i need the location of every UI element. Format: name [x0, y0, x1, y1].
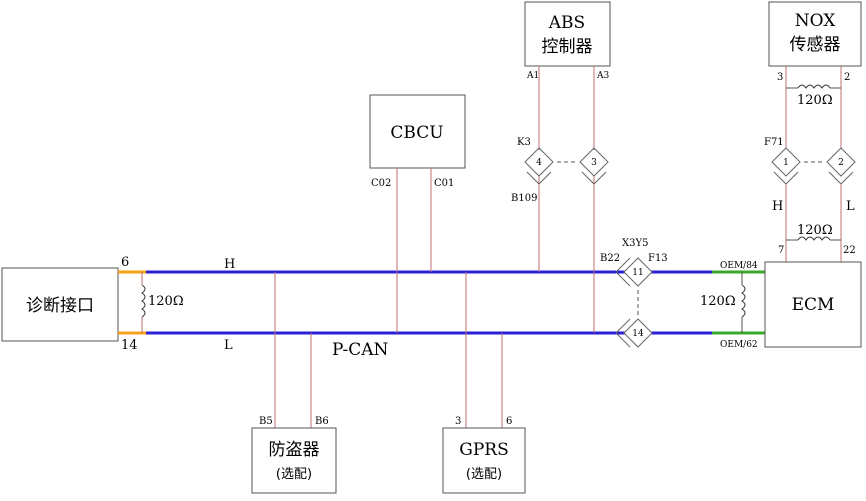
abs-connector-3: 3: [579, 147, 609, 185]
bus-connector-14: 14: [615, 318, 653, 348]
nox-resistor-label: 120Ω: [797, 93, 833, 108]
bus-conn-x3y5: X3Y5: [622, 238, 648, 249]
antitheft-sub-label: (选配): [276, 467, 312, 482]
diagnostic-interface: 诊断接口: [1, 267, 119, 342]
nox-pin-2: 2: [844, 72, 850, 83]
bus-name: P-CAN: [332, 340, 389, 360]
ecm-side-resistor: [741, 284, 746, 318]
gprs-sub-label: (选配): [466, 467, 502, 482]
can-l-label: L: [224, 338, 233, 353]
ecm-pin-oem62: OEM/62: [720, 340, 758, 350]
svg-text:2: 2: [838, 158, 844, 168]
cbcu-label: CBCU: [390, 123, 443, 143]
svg-text:14: 14: [632, 329, 644, 339]
ecm-pin-22: 22: [843, 245, 856, 256]
antitheft-pin-b6: B6: [315, 416, 329, 427]
abs-conn-b109: B109: [511, 193, 537, 204]
gprs-pin-6: 6: [506, 416, 512, 427]
ecm-connector-2: 2: [826, 147, 856, 185]
nox-sensor: NOX 传感器: [768, 1, 862, 67]
nox-pin-3: 3: [777, 72, 783, 83]
abs-conn-b22: B22: [600, 253, 620, 264]
bus-connector-11: 11: [615, 257, 653, 287]
svg-text:1: 1: [783, 158, 789, 168]
ecm-connector-1: 1: [771, 147, 801, 185]
antitheft-pin-b5: B5: [259, 416, 273, 427]
abs-pin-a1: A1: [526, 71, 539, 81]
can-h-label: H: [224, 257, 235, 272]
diag-pin-6: 6: [121, 255, 129, 270]
diagnostic-interface-label: 诊断接口: [26, 296, 94, 316]
abs-pin-a3: A3: [596, 71, 609, 81]
nox-sub-label: 传感器: [790, 35, 841, 55]
nox-label: NOX: [795, 11, 837, 31]
ecm-side-resistor-label: 120Ω: [700, 294, 736, 309]
abs-connector-4: 4: [524, 147, 554, 185]
cbcu-module: CBCU: [369, 94, 466, 169]
nox-resistor: [797, 84, 831, 89]
cbcu-pin-c02: C02: [371, 178, 391, 189]
gprs-label: GPRS: [459, 440, 508, 460]
diag-pin-14: 14: [121, 338, 138, 353]
ecm-pin-oem84: OEM/84: [720, 261, 758, 271]
abs-label: ABS: [548, 13, 585, 33]
diag-resistor: [141, 284, 146, 318]
ecm-label: ECM: [792, 295, 835, 315]
ecm-l-label: L: [846, 199, 855, 214]
ecm-top-resistor-label: 120Ω: [797, 223, 833, 238]
antitheft-label: 防盗器: [269, 440, 320, 460]
svg-text:3: 3: [591, 158, 597, 168]
abs-sub-label: 控制器: [542, 37, 593, 57]
svg-text:11: 11: [632, 268, 643, 278]
abs-conn-k3: K3: [517, 137, 531, 148]
gprs-pin-3: 3: [455, 416, 461, 427]
ecm-top-resistor: [797, 236, 831, 241]
gprs-module: GPRS (选配): [442, 427, 526, 494]
ecm-h-label: H: [772, 199, 783, 214]
ecm-pin-7: 7: [778, 245, 784, 256]
abs-controller: ABS 控制器: [524, 1, 611, 67]
svg-text:4: 4: [536, 158, 542, 168]
antitheft-module: 防盗器 (选配): [251, 427, 337, 494]
cbcu-pin-c01: C01: [434, 178, 454, 189]
ecm-module: ECM: [764, 261, 862, 348]
diag-resistor-label: 120Ω: [148, 294, 184, 309]
bus-conn-f13: F13: [648, 253, 668, 264]
ecm-conn-f71: F71: [764, 137, 784, 148]
